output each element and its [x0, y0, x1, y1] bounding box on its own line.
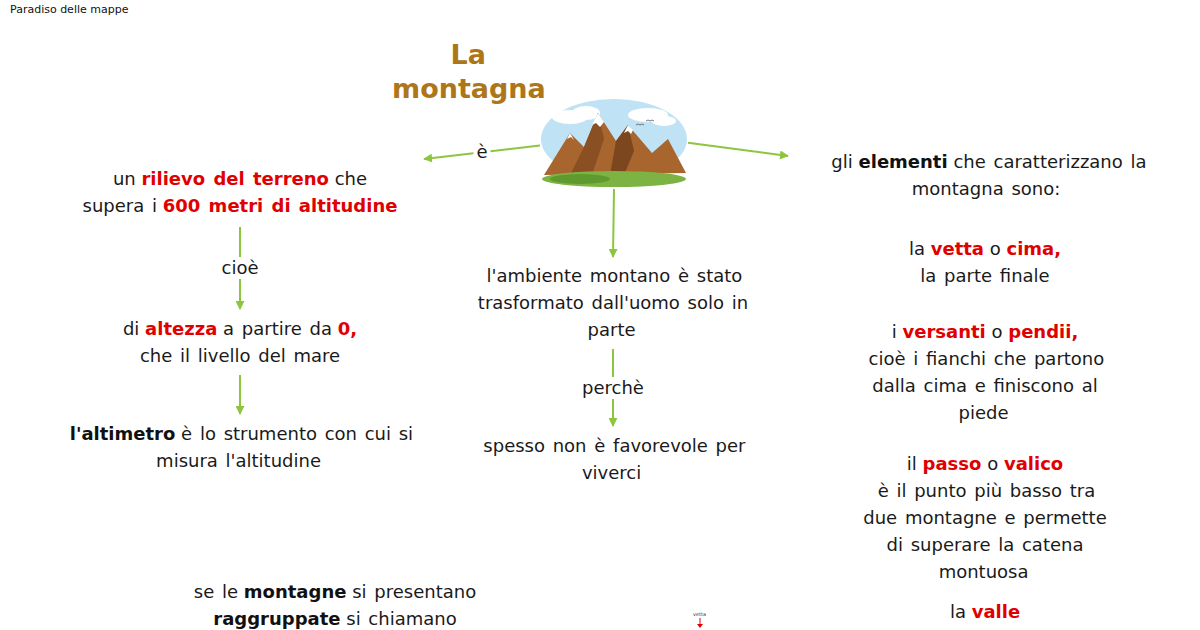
reason-text: spesso non è favorevole per viverci — [453, 432, 773, 486]
plain-text: è il punto più basso tra due montagne e … — [863, 480, 1106, 582]
elements-heading: glielementiche caratterizzano la montagn… — [790, 148, 1185, 202]
highlight-text: pendii, — [1008, 321, 1078, 342]
tiny-note: vetta — [693, 611, 706, 617]
plain-text: gli — [831, 151, 852, 172]
plain-text: è lo strumento con cui si misura l'altit… — [156, 423, 413, 471]
plain-text: si chiamano — [346, 608, 456, 629]
plain-text: la — [909, 238, 925, 259]
mountain-illustration — [540, 95, 688, 187]
plain-text: cioè i fianchi che partono dalla cima e … — [869, 348, 1105, 423]
plain-text: che — [335, 168, 367, 189]
plain-text: la — [950, 601, 966, 622]
mountain-node: La montagna — [540, 95, 688, 187]
group-text: se le montagnesi presentano raggruppate si … — [140, 578, 530, 630]
edge-label: perchè — [579, 377, 647, 399]
connector-arrow — [613, 189, 614, 257]
highlight-text: montagne — [244, 581, 347, 602]
plain-text: che il livello del mare — [140, 345, 340, 366]
plain-text: di — [123, 318, 139, 339]
element-text: iversanti opendii, cioè i fianchi che part… — [845, 318, 1125, 426]
plain-text: a partire da — [223, 318, 332, 339]
connector-arrow — [239, 375, 241, 414]
environment-text: l'ambiente montano è stato trasformato d… — [453, 262, 773, 343]
plain-text: o — [992, 321, 1003, 342]
plain-text: i — [892, 321, 897, 342]
plain-text: se le — [194, 581, 238, 602]
plain-text: la parte finale — [920, 265, 1049, 286]
plain-text: il — [907, 453, 917, 474]
tiny-arrow — [700, 618, 701, 625]
highlight-text: elementi — [859, 151, 948, 172]
title-text: La montagna — [392, 39, 546, 104]
highlight-text: valle — [972, 601, 1020, 622]
highlight-text: passo — [923, 453, 982, 474]
plain-text: l'ambiente montano è stato trasformato d… — [478, 265, 748, 340]
highlight-text: raggruppate — [213, 608, 340, 629]
plain-text: si presentano — [352, 581, 476, 602]
definition-text: unrilievo del terreno che supera i 600 metr… — [40, 165, 440, 219]
edge-label: è — [473, 141, 490, 163]
highlight-text: 0, — [338, 318, 357, 339]
tiny-arrowhead — [697, 624, 703, 628]
highlight-text: valico — [1004, 453, 1063, 474]
highlight-text: 600 metri di altitudine — [163, 195, 398, 216]
highlight-text: altezza — [145, 318, 217, 339]
highlight-text: l'altimetro — [70, 423, 176, 444]
plain-text: un — [113, 168, 136, 189]
element-text: lavalle — [850, 598, 1120, 625]
edge-label: cioè — [219, 257, 262, 279]
element-text: lavettao cima, la parte finale — [800, 235, 1170, 289]
connector-arrow — [688, 143, 788, 156]
instrument-text: l'altimetroè lo strumento con cui si mis… — [50, 420, 430, 474]
element-text: ilpassoovalico è il punto più basso tra d… — [860, 450, 1110, 585]
altitude-text: di altezza a partire da 0, che il livello de… — [40, 315, 440, 369]
plain-text: o — [990, 238, 1001, 259]
watermark: Paradiso delle mappe — [10, 3, 128, 16]
plain-text: spesso non è favorevole per viverci — [483, 435, 745, 483]
highlight-text: rilievo del terreno — [141, 168, 328, 189]
highlight-text: versanti — [902, 321, 985, 342]
highlight-text: vetta — [931, 238, 984, 259]
plain-text: o — [987, 453, 998, 474]
plain-text: supera i — [83, 195, 157, 216]
highlight-text: cima, — [1007, 238, 1062, 259]
